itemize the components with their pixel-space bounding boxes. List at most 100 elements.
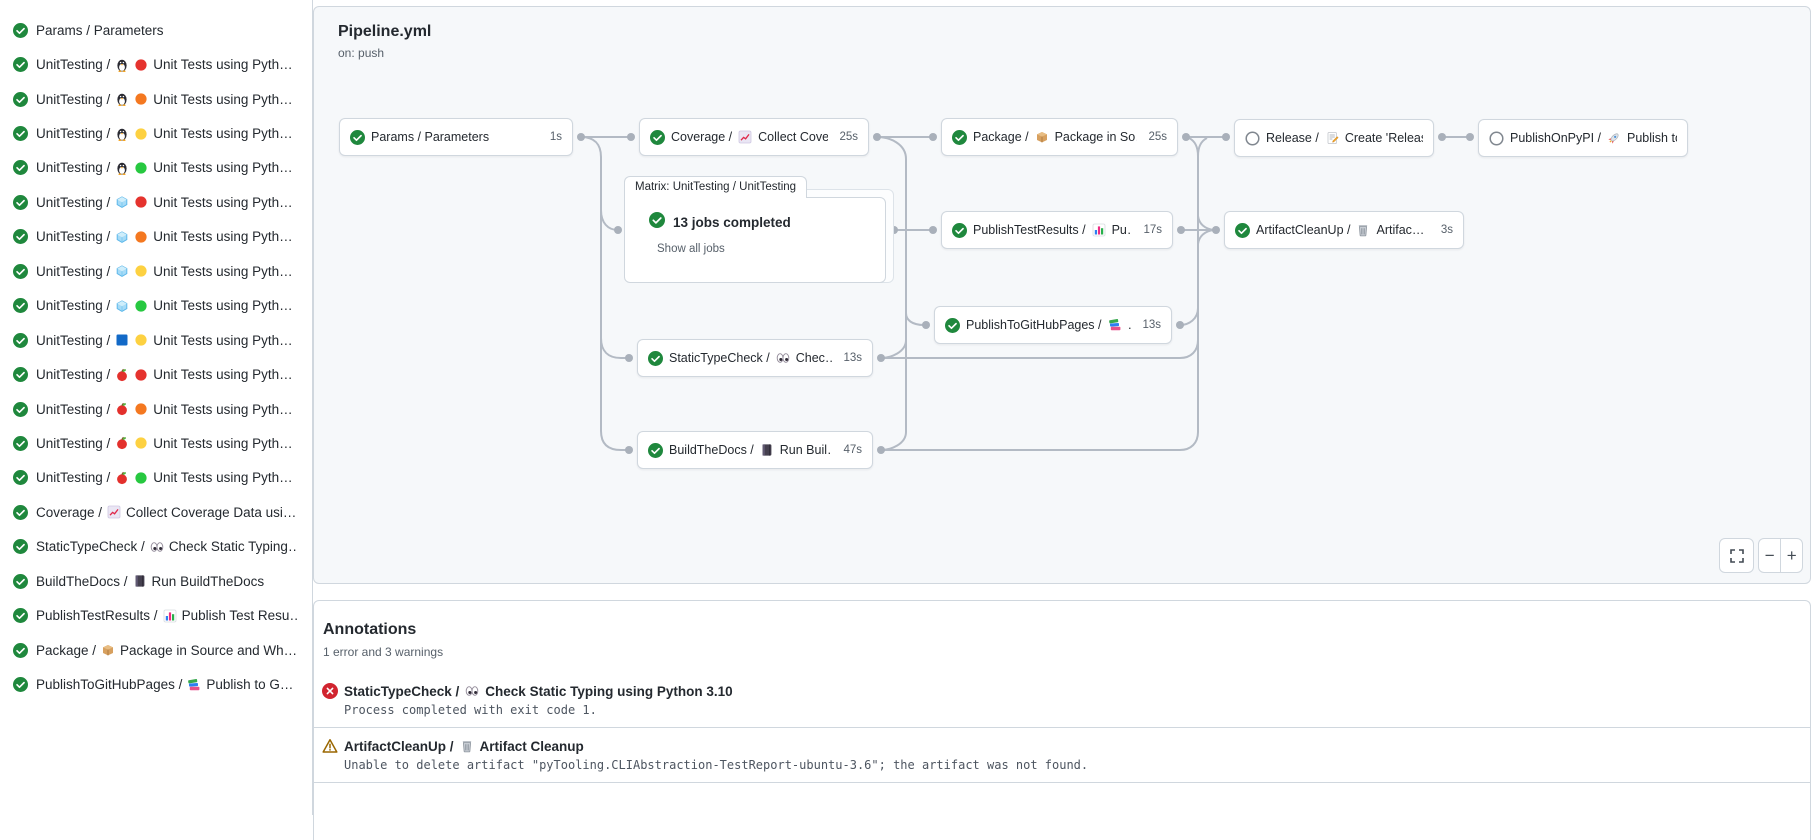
sidebar-job-label: UnitTesting /Unit Tests using Pyth… xyxy=(36,332,293,348)
sidebar-job-label: UnitTesting /Unit Tests using Pyth… xyxy=(36,263,293,279)
sidebar-job-item[interactable]: UnitTesting /Unit Tests using Pyth… xyxy=(0,426,312,460)
sidebar-job-item[interactable]: UnitTesting /Unit Tests using Pyth… xyxy=(0,47,312,81)
workflow-file-title: Pipeline.yml xyxy=(338,23,432,40)
circle-orange-icon xyxy=(134,92,148,106)
sidebar-job-item[interactable]: UnitTesting /Unit Tests using Pyth… xyxy=(0,82,312,116)
zoom-in-button[interactable]: + xyxy=(1780,539,1802,572)
success-status-icon xyxy=(13,263,28,279)
linux-penguin-icon xyxy=(115,92,129,107)
success-status-icon xyxy=(13,57,28,73)
sidebar-job-item[interactable]: UnitTesting /Unit Tests using Pyth… xyxy=(0,220,312,254)
pipeline-node-publish_test_results[interactable]: PublishTestResults /Pu…17s xyxy=(941,211,1173,249)
success-status-icon xyxy=(952,222,967,238)
sidebar-job-label: UnitTesting /Unit Tests using Pyth… xyxy=(36,298,293,314)
annotations-summary: 1 error and 3 warnings xyxy=(323,645,444,659)
success-status-icon xyxy=(13,401,28,417)
fullscreen-button[interactable] xyxy=(1719,538,1754,573)
annotation-error-item: StaticTypeCheck /Check Static Typing usi… xyxy=(314,673,1810,728)
sidebar-job-label: UnitTesting /Unit Tests using Pyth… xyxy=(36,126,293,142)
sidebar-job-item[interactable]: StaticTypeCheck /Check Static Typing… xyxy=(0,530,312,564)
sidebar-job-item[interactable]: UnitTesting /Unit Tests using Pyth… xyxy=(0,289,312,323)
pipeline-node-build_docs[interactable]: BuildTheDocs /Run Buil…47s xyxy=(637,431,873,469)
circle-red-icon xyxy=(134,58,148,72)
sidebar-job-item[interactable]: UnitTesting /Unit Tests using Pyth… xyxy=(0,392,312,426)
pipeline-node-publish_pages[interactable]: PublishToGitHubPages /…13s xyxy=(934,306,1172,344)
warning-status-icon xyxy=(322,738,338,754)
annotation-detail: Unable to delete artifact "pyTooling.CLI… xyxy=(344,758,1089,772)
sidebar-job-label: UnitTesting /Unit Tests using Pyth… xyxy=(36,401,293,417)
bar-chart-icon xyxy=(1092,223,1106,237)
circle-orange-icon xyxy=(134,402,148,416)
linux-penguin-icon xyxy=(115,58,129,72)
annotation-title: StaticTypeCheck /Check Static Typing usi… xyxy=(322,683,1794,699)
pipeline-node-publish_pypi[interactable]: PublishOnPyPI /Publish to … xyxy=(1478,119,1688,157)
circle-orange-icon xyxy=(134,230,148,244)
node-duration: 13s xyxy=(1142,319,1161,331)
books-icon xyxy=(187,678,201,692)
skipped-status-icon xyxy=(1489,130,1504,146)
matrix-tab: Matrix: UnitTesting / UnitTesting xyxy=(624,176,808,198)
eyes-icon xyxy=(465,684,479,698)
sidebar-job-item[interactable]: Package /Package in Source and Wh… xyxy=(0,633,312,667)
sidebar-job-item[interactable]: PublishTestResults /Publish Test Resu… xyxy=(0,598,312,632)
sidebar-job-label: PublishToGitHubPages /Publish to G… xyxy=(36,677,294,693)
pipeline-node-package[interactable]: Package /Package in So…25s xyxy=(941,118,1178,156)
notebook-icon xyxy=(760,443,774,457)
success-status-icon xyxy=(13,470,28,486)
success-status-icon xyxy=(13,504,28,520)
circle-red-icon xyxy=(134,368,148,382)
sidebar-job-item[interactable]: UnitTesting /Unit Tests using Pyth… xyxy=(0,151,312,185)
sidebar-job-label: UnitTesting /Unit Tests using Pyth… xyxy=(36,435,293,451)
sidebar-job-item[interactable]: UnitTesting /Unit Tests using Pyth… xyxy=(0,461,312,495)
package-icon xyxy=(1035,130,1049,144)
sidebar-job-item[interactable]: PublishToGitHubPages /Publish to G… xyxy=(0,667,312,701)
skipped-status-icon xyxy=(1245,130,1260,146)
circle-green-icon xyxy=(134,299,148,313)
wastebasket-icon xyxy=(1356,223,1370,237)
linux-penguin-icon xyxy=(115,161,129,175)
apple-icon xyxy=(115,436,129,450)
zoom-controls: − + xyxy=(1758,538,1803,573)
package-icon xyxy=(101,643,115,657)
sidebar-job-label: StaticTypeCheck /Check Static Typing… xyxy=(36,539,298,555)
ice-cube-icon xyxy=(115,264,129,278)
pipeline-node-coverage[interactable]: Coverage /Collect Cove…25s xyxy=(639,118,869,156)
success-status-icon xyxy=(650,129,665,145)
error-status-icon xyxy=(322,683,338,699)
workflow-trigger: on: push xyxy=(338,46,385,60)
sidebar-job-item[interactable]: Coverage /Collect Coverage Data usi… xyxy=(0,495,312,529)
sidebar-job-item[interactable]: UnitTesting /Unit Tests using Pyth… xyxy=(0,185,312,219)
sidebar-job-item[interactable]: Params / Parameters xyxy=(0,13,312,47)
sidebar-job-item[interactable]: UnitTesting /Unit Tests using Pyth… xyxy=(0,357,312,391)
sidebar-job-label: UnitTesting /Unit Tests using Pyth… xyxy=(36,470,293,486)
matrix-summary: 13 jobs completed xyxy=(673,215,791,230)
sidebar-job-item[interactable]: UnitTesting /Unit Tests using Pyth… xyxy=(0,116,312,150)
pipeline-graph-panel: Pipeline.yml on: push Params / Parameter… xyxy=(313,6,1811,584)
matrix-group-node[interactable]: 13 jobs completed Show all jobs xyxy=(624,197,886,283)
pipeline-node-static_type_check[interactable]: StaticTypeCheck /Chec…13s xyxy=(637,339,873,377)
zoom-out-button[interactable]: − xyxy=(1764,545,1775,565)
memo-icon xyxy=(1325,131,1339,145)
success-status-icon xyxy=(13,677,28,693)
matrix-tab-label: Matrix: UnitTesting / UnitTesting xyxy=(635,181,797,193)
node-duration: 47s xyxy=(843,444,862,456)
success-status-icon xyxy=(648,442,663,458)
node-duration: 17s xyxy=(1143,224,1162,236)
show-all-jobs-link[interactable]: Show all jobs xyxy=(657,243,725,255)
circle-yellow-icon xyxy=(134,436,148,450)
annotations-list: StaticTypeCheck /Check Static Typing usi… xyxy=(314,673,1810,783)
sidebar-job-item[interactable]: BuildTheDocs /Run BuildTheDocs xyxy=(0,564,312,598)
sidebar-job-label: Coverage /Collect Coverage Data usi… xyxy=(36,504,297,520)
sidebar-job-item[interactable]: UnitTesting /Unit Tests using Pyth… xyxy=(0,323,312,357)
pipeline-node-release[interactable]: Release /Create 'Release P… xyxy=(1234,119,1434,157)
success-status-icon xyxy=(13,608,28,624)
sidebar-job-item[interactable]: UnitTesting /Unit Tests using Pyth… xyxy=(0,254,312,288)
sidebar-job-label: UnitTesting /Unit Tests using Pyth… xyxy=(36,57,293,73)
success-status-icon xyxy=(13,367,28,383)
eyes-icon xyxy=(150,540,164,554)
pipeline-node-artifact_cleanup[interactable]: ArtifactCleanUp /Artifac…3s xyxy=(1224,211,1464,249)
apple-icon xyxy=(115,471,129,485)
annotations-panel: Annotations 1 error and 3 warnings Stati… xyxy=(313,600,1811,840)
chart-increasing-icon xyxy=(107,505,121,519)
